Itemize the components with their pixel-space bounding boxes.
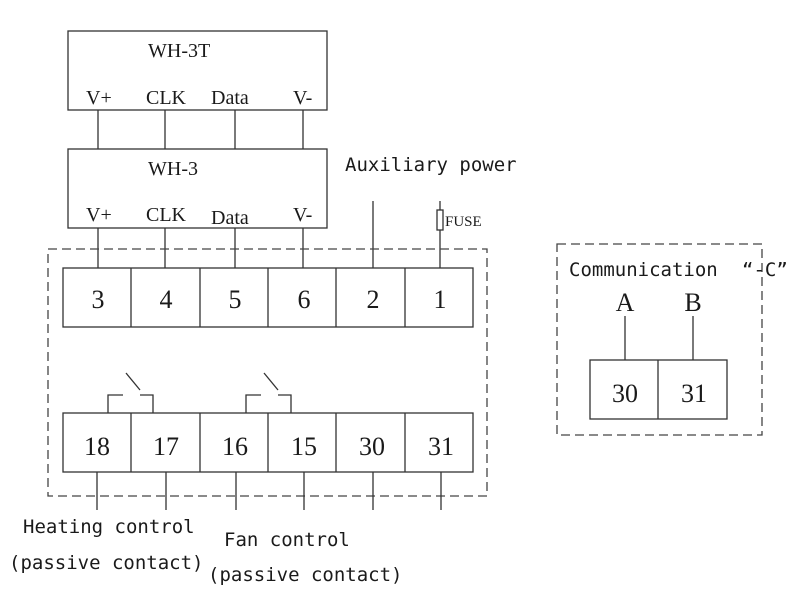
- comm-pin-b: B: [684, 288, 701, 317]
- wires-wh3t-wh3: [97, 110, 304, 149]
- controller-enclosure: [47, 248, 488, 497]
- wires-bottom: [96, 472, 442, 510]
- communication-title: Communication: [569, 259, 718, 281]
- fuse-label: FUSE: [445, 214, 482, 230]
- comm-terminal-30: 30: [612, 379, 638, 408]
- fuse-icon: [436, 209, 444, 231]
- fan-control-label: Fan control: [224, 529, 350, 551]
- terminal-17: 17: [153, 432, 179, 461]
- communication-enclosure: [556, 243, 763, 436]
- module-wh3-title: WH-3: [148, 158, 198, 180]
- wh3t-pin-vplus: V+: [86, 87, 112, 109]
- fan-relay-switch-icon: [245, 372, 292, 413]
- terminal-3: 3: [92, 285, 105, 314]
- wh3t-pin-clk: CLK: [146, 87, 187, 109]
- comm-pin-a: A: [616, 288, 635, 317]
- terminal-16: 16: [222, 432, 248, 461]
- auxiliary-power-label: Auxiliary power: [345, 154, 517, 176]
- terminal-2: 2: [367, 285, 380, 314]
- comm-terminal-31: 31: [681, 379, 707, 408]
- heating-contact-label: (passive contact): [9, 552, 203, 574]
- heating-control-label: Heating control: [23, 516, 195, 538]
- wh3-pin-vminus: V-: [293, 204, 312, 226]
- wh3t-pin-vminus: V-: [293, 87, 312, 109]
- wh3-pin-clk: CLK: [146, 204, 187, 226]
- terminal-4: 4: [160, 285, 173, 314]
- wh3-pin-data: Data: [211, 207, 249, 229]
- communication-option: “-C”: [742, 259, 788, 281]
- module-wh3t: WH-3T V+ CLK Data V-: [67, 30, 328, 111]
- heating-relay-switch-icon: [107, 372, 154, 413]
- wires-wh3-terminals: [97, 228, 304, 268]
- bottom-terminal-block: 18 17 16 15 30 31: [62, 412, 474, 473]
- module-wh3t-box: [67, 30, 328, 111]
- terminal-30: 30: [359, 432, 385, 461]
- fan-contact-label: (passive contact): [208, 564, 402, 586]
- wh3-pin-vplus: V+: [86, 204, 112, 226]
- module-wh3-box: [67, 148, 328, 229]
- top-terminal-block: 3 4 5 6 2 1: [62, 267, 474, 328]
- terminal-18: 18: [84, 432, 110, 461]
- module-wh3: WH-3 V+ CLK Data V-: [67, 148, 328, 229]
- terminal-5: 5: [229, 285, 242, 314]
- terminal-31: 31: [428, 432, 454, 461]
- module-wh3t-title: WH-3T: [148, 40, 210, 62]
- terminal-6: 6: [298, 285, 311, 314]
- terminal-1: 1: [434, 285, 447, 314]
- wh3t-pin-data: Data: [211, 87, 249, 109]
- terminal-15: 15: [291, 432, 317, 461]
- communication-block: Communication “-C” A B 30 31: [556, 243, 788, 436]
